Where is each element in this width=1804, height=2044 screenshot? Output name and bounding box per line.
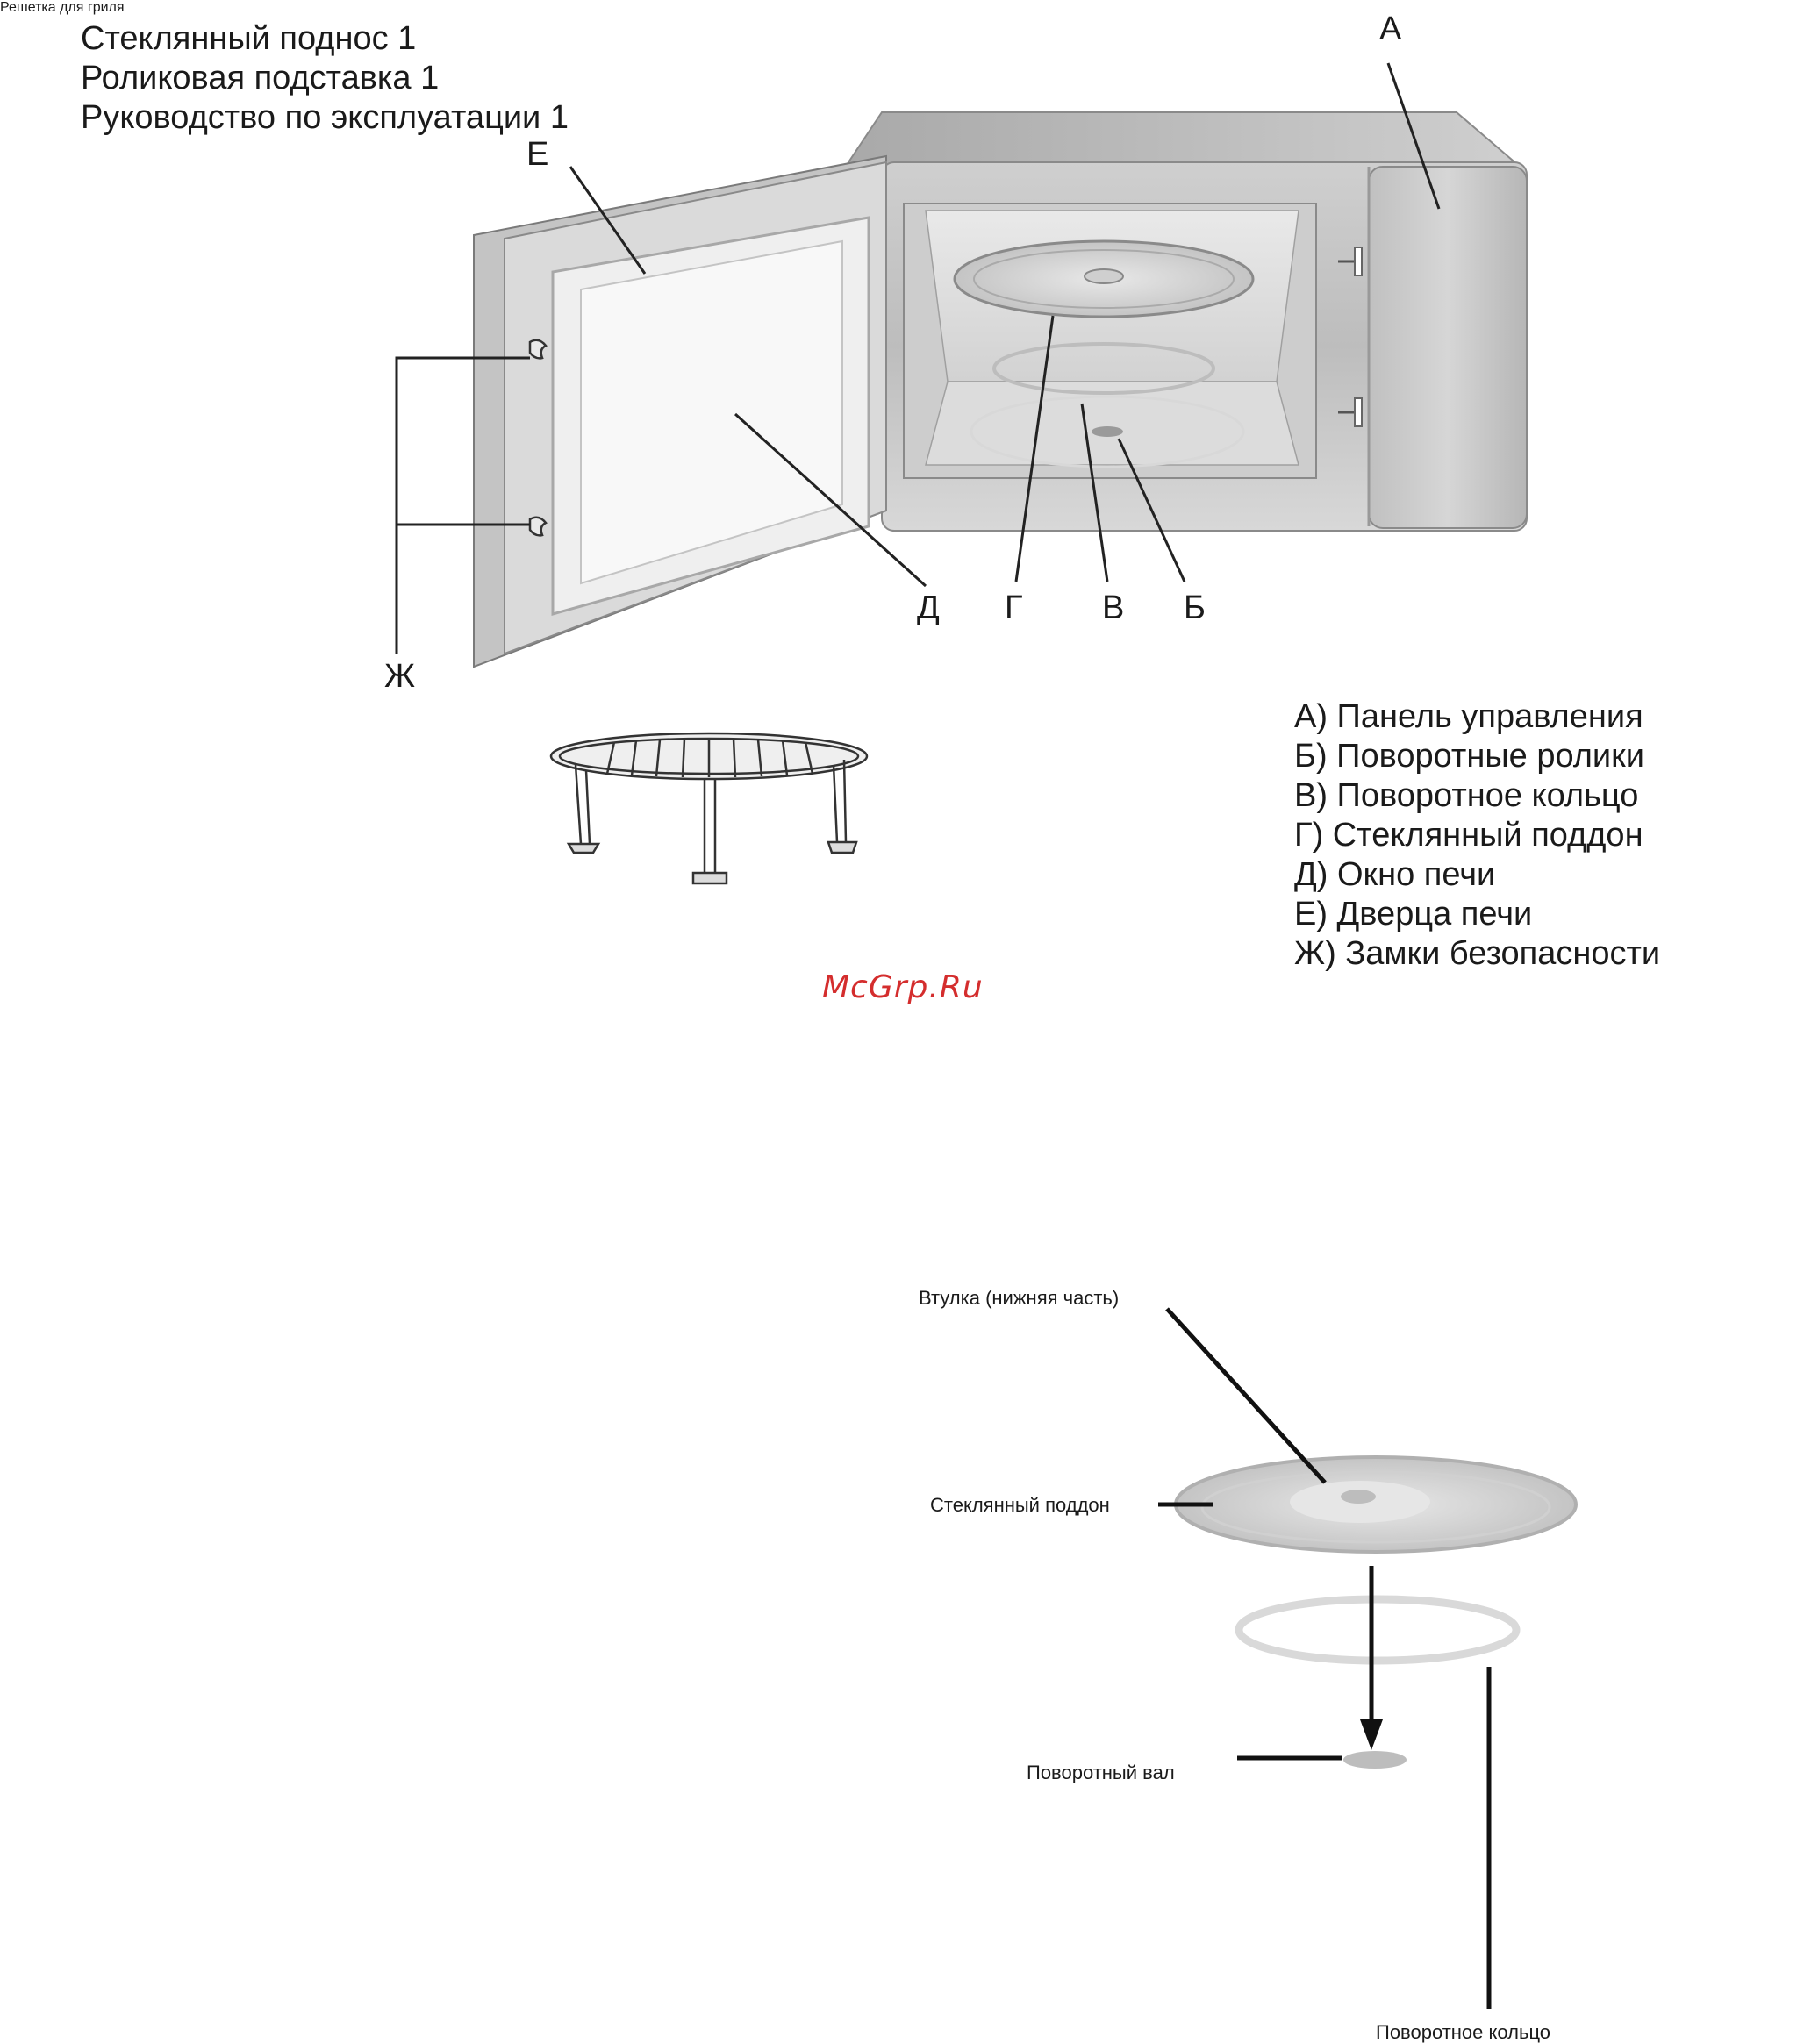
oven-window xyxy=(580,239,843,585)
label-zh: Ж xyxy=(384,658,416,695)
legend-item-e: Е) Дверца печи xyxy=(1294,896,1533,933)
accessory-item-roller-stand: Роликовая подставка 1 xyxy=(81,60,440,96)
safety-latch-top xyxy=(528,339,548,360)
grill-rack-caption: Решетка для гриля xyxy=(0,0,125,15)
legend-item-b: Б) Поворотные ролики xyxy=(1294,738,1644,775)
legend-item-zh: Ж) Замки безопасности xyxy=(1294,935,1661,972)
exploded-shaft xyxy=(1343,1751,1407,1769)
watermark: McGrp.Ru xyxy=(822,969,984,1005)
label-d: Д xyxy=(917,590,940,626)
legend-item-d: Д) Окно печи xyxy=(1294,856,1496,893)
accessory-item-glass-tray: Стеклянный поднос 1 xyxy=(81,20,417,57)
turntable-shaft xyxy=(1092,426,1123,437)
label-v: В xyxy=(1102,590,1125,626)
safety-latch-bottom xyxy=(528,516,548,537)
control-panel xyxy=(1368,166,1528,529)
arrow-down xyxy=(1360,1719,1383,1750)
hub xyxy=(1341,1490,1376,1504)
label-e: Е xyxy=(526,136,549,173)
label-glass-tray: Стеклянный поддон xyxy=(930,1494,1110,1516)
legend-item-v: В) Поворотное кольцо xyxy=(1294,777,1639,814)
label-b: Б xyxy=(1184,590,1206,626)
legend-item-g: Г) Стеклянный поддон xyxy=(1294,817,1643,854)
label-hub: Втулка (нижняя часть) xyxy=(919,1287,1120,1309)
label-ring: Поворотное кольцо xyxy=(1376,2021,1551,2043)
exploded-ring xyxy=(1235,1595,1521,1665)
rotating-ring xyxy=(992,342,1215,395)
oven-top xyxy=(845,111,1521,166)
legend-item-a: А) Панель управления xyxy=(1294,698,1643,735)
label-g: Г xyxy=(1005,590,1023,626)
grill-rack xyxy=(549,732,869,885)
turntable-exploded xyxy=(1158,1307,1578,2009)
label-a: А xyxy=(1379,11,1402,47)
label-shaft: Поворотный вал xyxy=(1027,1762,1175,1783)
accessory-item-manual: Руководство по эксплуатации 1 xyxy=(81,99,569,136)
